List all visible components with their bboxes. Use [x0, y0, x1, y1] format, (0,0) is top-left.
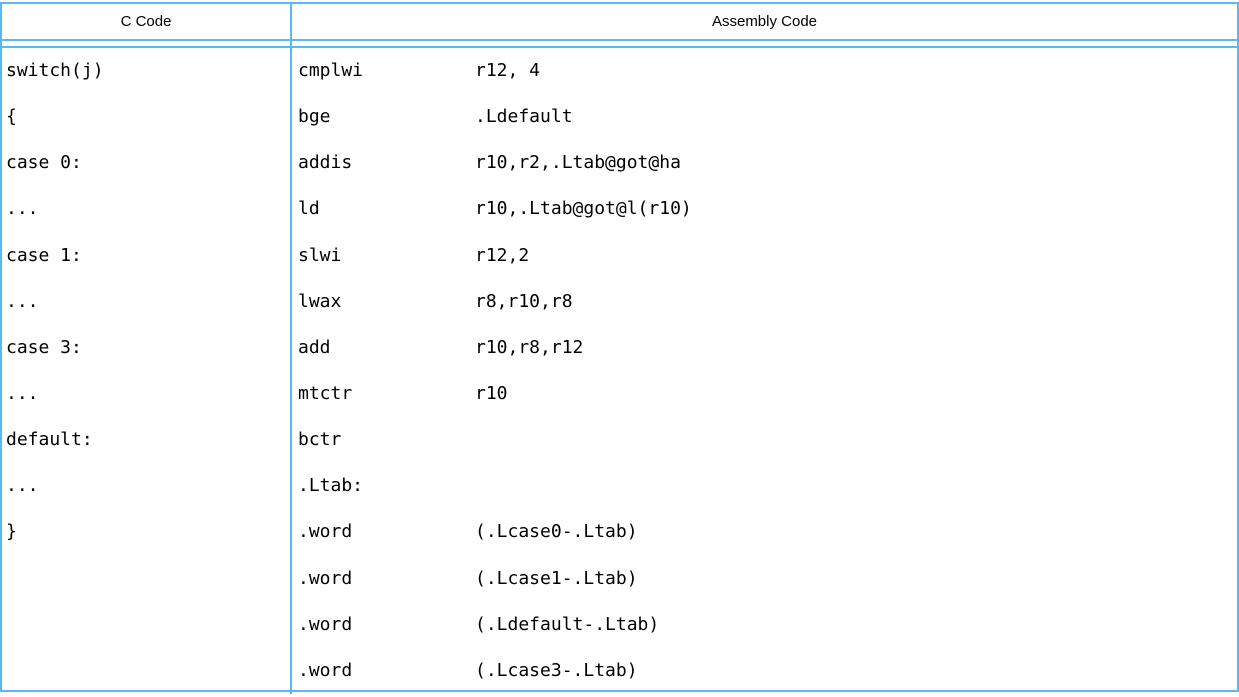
assembly-operands: r10	[475, 382, 508, 404]
assembly-line: lwax r8,r10,r8	[292, 279, 1237, 325]
assembly-operands: r10,.Ltab@got@l(r10)	[475, 198, 692, 220]
assembly-mnemonic: lwax	[298, 290, 342, 312]
assembly-line: cmplwi r12, 4	[292, 48, 1237, 94]
column-header-assembly-code: Assembly Code	[711, 13, 818, 30]
c-code-line: ...	[6, 290, 39, 312]
assembly-line: bge .Ldefault	[292, 94, 1237, 140]
assembly-mnemonic: addis	[298, 152, 353, 174]
c-code-line: ...	[6, 382, 39, 404]
header-double-rule-gap	[2, 41, 1237, 48]
assembly-operands: r12, 4	[475, 60, 541, 81]
assembly-mnemonic: .word	[298, 659, 353, 681]
assembly-line: slwi r12,2	[292, 233, 1237, 279]
assembly-line: .word (.Ldefault-.Ltab)	[292, 602, 1237, 648]
assembly-mnemonic: .word	[298, 567, 353, 589]
c-code-line: default:	[6, 429, 93, 451]
assembly-mnemonic: .word	[298, 521, 353, 543]
assembly-line: mtctr r10	[292, 371, 1237, 417]
c-code-line: case 1:	[6, 244, 82, 266]
assembly-line: bctr	[292, 417, 1237, 463]
assembly-operands: (.Lcase3-.Ltab)	[475, 659, 638, 681]
assembly-line: .Ltab:	[292, 463, 1237, 509]
assembly-code-cell: cmplwi r12, 4 bge .Ldefault addis r10,r2,.L…	[292, 48, 1237, 694]
assembly-operands: (.Lcase1-.Ltab)	[475, 567, 638, 589]
c-code-line: ...	[6, 198, 39, 220]
assembly-mnemonic: .Ltab:	[298, 475, 364, 497]
c-code-cell: switch(j) { case 0: ... case 1: ... case…	[2, 48, 292, 694]
assembly-line: .word (.Lcase3-.Ltab)	[292, 648, 1237, 694]
c-code-line: switch(j)	[6, 60, 104, 81]
assembly-mnemonic: slwi	[298, 244, 342, 266]
assembly-mnemonic: bctr	[298, 429, 342, 451]
assembly-line: add r10,r8,r12	[292, 325, 1237, 371]
table-header-row: C Code Assembly Code	[2, 4, 1237, 41]
c-code-line: case 0:	[6, 152, 82, 174]
assembly-operands: r12,2	[475, 244, 530, 266]
assembly-operands: r10,r2,.Ltab@got@ha	[475, 152, 681, 174]
assembly-mnemonic: .word	[298, 613, 353, 635]
assembly-operands: r8,r10,r8	[475, 290, 573, 312]
assembly-mnemonic: ld	[298, 198, 320, 220]
assembly-operands: .Ldefault	[475, 106, 573, 128]
assembly-operands: r10,r8,r12	[475, 336, 584, 358]
assembly-line: addis r10,r2,.Ltab@got@ha	[292, 140, 1237, 186]
c-code-line: {	[6, 106, 17, 128]
assembly-operands: (.Ldefault-.Ltab)	[475, 613, 660, 635]
assembly-mnemonic: bge	[298, 106, 331, 128]
spacer-right	[292, 41, 1237, 46]
table-body-row: switch(j) { case 0: ... case 1: ... case…	[2, 48, 1237, 694]
assembly-mnemonic: mtctr	[298, 382, 353, 404]
assembly-line: .word (.Lcase0-.Ltab)	[292, 509, 1237, 555]
assembly-mnemonic: cmplwi	[298, 60, 364, 81]
assembly-line: .word (.Lcase1-.Ltab)	[292, 556, 1237, 602]
assembly-line: ld r10,.Ltab@got@l(r10)	[292, 186, 1237, 232]
column-header-c-code: C Code	[2, 4, 292, 39]
c-code-line: ...	[6, 475, 39, 497]
assembly-operands: (.Lcase0-.Ltab)	[475, 521, 638, 543]
c-code-line: }	[6, 521, 17, 543]
assembly-mnemonic: add	[298, 336, 331, 358]
c-code-line: case 3:	[6, 336, 82, 358]
spacer-left	[2, 41, 292, 46]
